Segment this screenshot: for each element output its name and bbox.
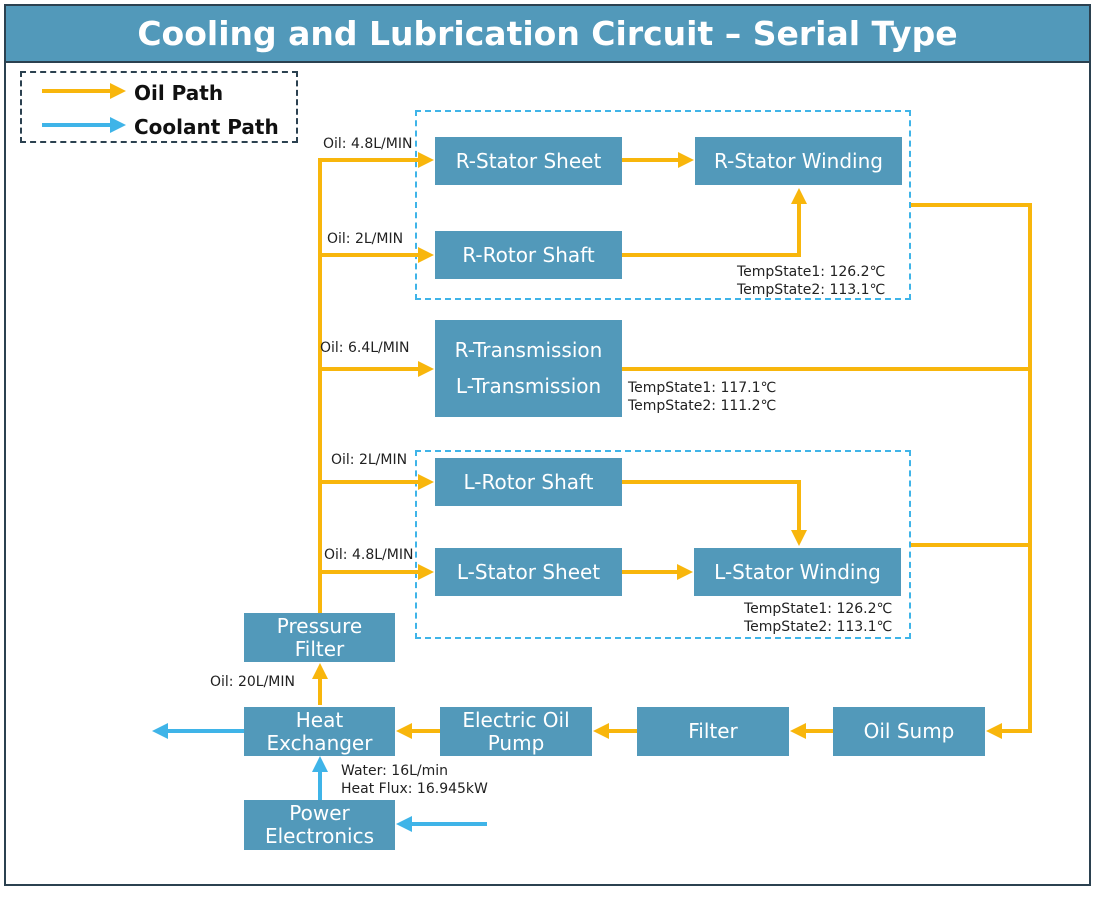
r-stator-winding-box[interactable]: R-Stator Winding bbox=[695, 137, 902, 185]
temp-transmission-state1: TempState1: 117.1℃ bbox=[628, 380, 777, 396]
heat-exchanger-box[interactable]: Heat Exchanger bbox=[244, 707, 395, 756]
coolant-arrow-icon bbox=[42, 117, 126, 133]
flow-label-l-rotor-shaft: Oil: 2L/MIN bbox=[331, 452, 408, 468]
power-electronics-box[interactable]: Power Electronics bbox=[244, 800, 395, 850]
flow-label-r-stator-sheet: Oil: 4.8L/MIN bbox=[323, 136, 413, 152]
oil-sump-box[interactable]: Oil Sump bbox=[833, 707, 985, 756]
flow-label-water: Water: 16L/min bbox=[341, 763, 449, 779]
flow-label-r-rotor-shaft: Oil: 2L/MIN bbox=[327, 231, 404, 247]
flow-label-total-oil: Oil: 20L/MIN bbox=[210, 674, 295, 690]
oil-arrow-icon bbox=[42, 83, 126, 99]
temp-l-motor-state2: TempState2: 113.1℃ bbox=[744, 619, 893, 635]
r-rotor-shaft-box[interactable]: R-Rotor Shaft bbox=[435, 231, 622, 279]
legend-item-coolant: Coolant Path bbox=[22, 113, 296, 143]
r-transmission-label: R-Transmission bbox=[454, 338, 603, 362]
right-motor-group bbox=[415, 110, 911, 300]
left-motor-group bbox=[415, 450, 911, 639]
temp-r-motor-state2: TempState2: 113.1℃ bbox=[737, 282, 886, 298]
flow-label-l-stator-sheet: Oil: 4.8L/MIN bbox=[324, 547, 414, 563]
legend-coolant-label: Coolant Path bbox=[134, 115, 279, 139]
temp-transmission-state2: TempState2: 111.2℃ bbox=[628, 398, 777, 414]
electric-oil-pump-box[interactable]: Electric Oil Pump bbox=[440, 707, 592, 756]
flow-label-heat-flux: Heat Flux: 16.945kW bbox=[341, 781, 488, 797]
oil-r-rotor-to-winding bbox=[622, 188, 807, 257]
l-stator-sheet-box[interactable]: L-Stator Sheet bbox=[435, 548, 622, 596]
filter-box[interactable]: Filter bbox=[637, 707, 789, 756]
r-stator-sheet-box[interactable]: R-Stator Sheet bbox=[435, 137, 622, 185]
legend: Oil Path Coolant Path bbox=[20, 71, 298, 143]
legend-item-oil: Oil Path bbox=[22, 79, 296, 109]
l-stator-winding-box[interactable]: L-Stator Winding bbox=[694, 548, 901, 596]
flow-label-transmission: Oil: 6.4L/MIN bbox=[320, 340, 410, 356]
diagram-frame bbox=[4, 4, 1091, 886]
l-transmission-label: L-Transmission bbox=[455, 374, 602, 398]
l-rotor-shaft-box[interactable]: L-Rotor Shaft bbox=[435, 458, 622, 506]
pressure-filter-box[interactable]: Pressure Filter bbox=[244, 613, 395, 662]
oil-return-to-sump bbox=[986, 203, 1032, 739]
temp-l-motor-state1: TempState1: 126.2℃ bbox=[744, 601, 893, 617]
oil-l-rotor-to-winding bbox=[622, 480, 807, 546]
transmission-box[interactable]: R-Transmission L-Transmission bbox=[435, 320, 622, 417]
diagram-title: Cooling and Lubrication Circuit – Serial… bbox=[6, 6, 1089, 63]
legend-oil-label: Oil Path bbox=[134, 81, 224, 105]
temp-r-motor-state1: TempState1: 126.2℃ bbox=[737, 264, 886, 280]
